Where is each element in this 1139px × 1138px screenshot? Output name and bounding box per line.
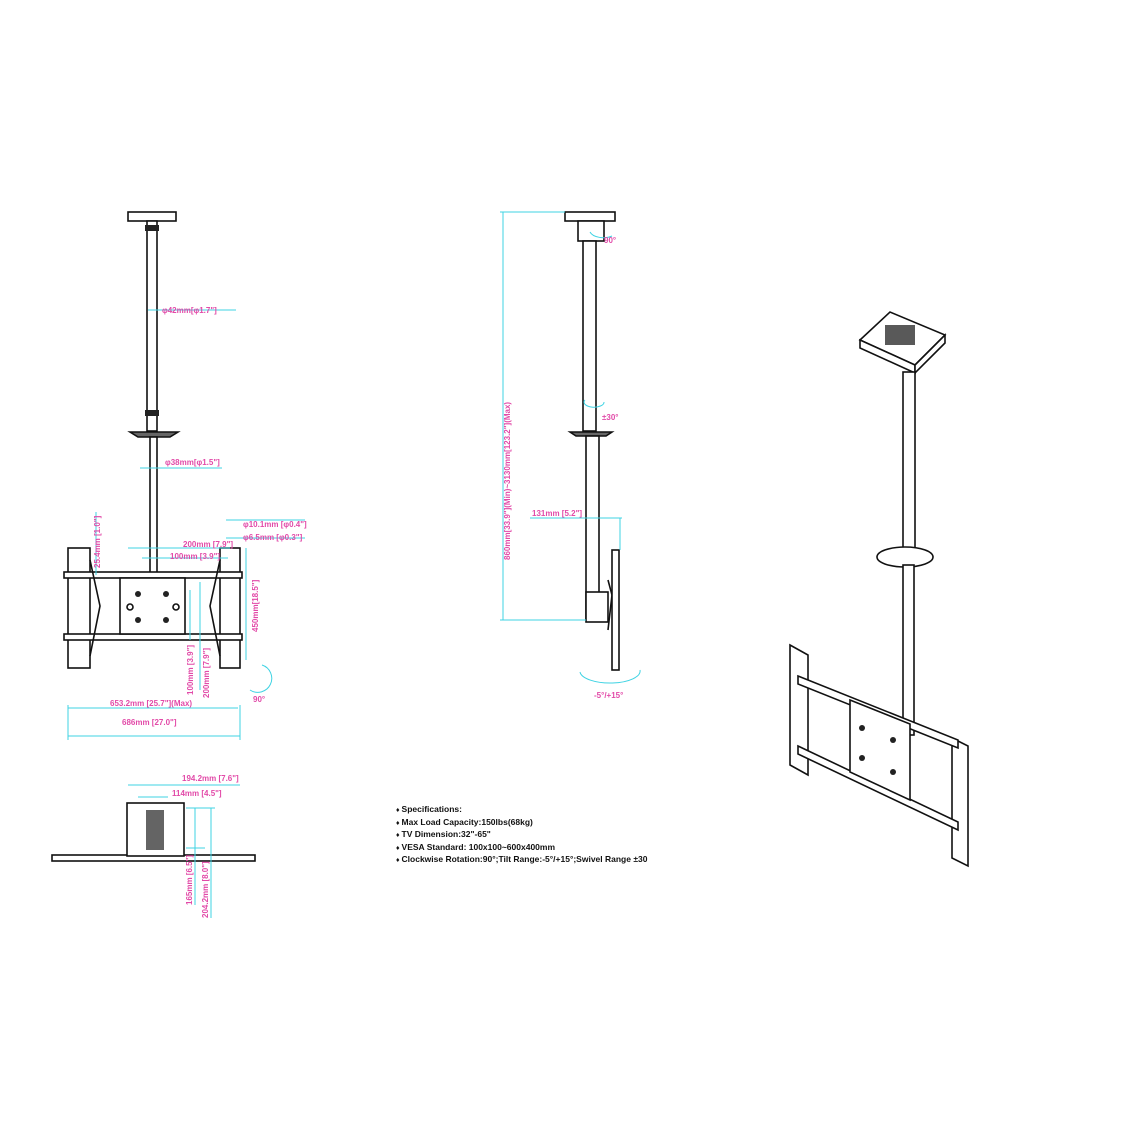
vesa-h-min-label: 100mm [3.9"]	[186, 645, 195, 695]
top-rotation-label: 90°	[604, 236, 616, 245]
front-view: φ42mm[φ1.7"] φ38mm[φ1.5"] 25.4mm [1.0"] …	[63, 211, 307, 740]
vesa-h-max-label: 200mm [7.9"]	[202, 648, 211, 698]
spec-item: TV Dimension:32"-65"	[396, 829, 647, 842]
plate-width-label: 194.2mm [7.6"]	[182, 774, 239, 783]
spec-item: Max Load Capacity:150lbs(68kg)	[396, 817, 647, 830]
offset-label: 25.4mm [1.0"]	[93, 515, 102, 568]
height-range-label: 860mm[33.9"](Min)~3130mm[123.2"](Max)	[503, 402, 512, 560]
spec-item: VESA Standard: 100x100~600x400mm	[396, 842, 647, 855]
spec-title: Specifications:	[396, 804, 647, 817]
hole-large-label: φ10.1mm [φ0.4"]	[243, 520, 307, 529]
hole-small-label: φ6.5mm [φ0.3"]	[243, 533, 303, 542]
hole-spacing-label: 114mm [4.5"]	[172, 789, 222, 798]
spec-item: Clockwise Rotation:90°;Tilt Range:-5°/+1…	[396, 854, 648, 867]
pole-lower-dia-label: φ38mm[φ1.5"]	[165, 458, 220, 467]
vesa-w-max-label: 200mm [7.9"]	[183, 540, 233, 549]
specifications-list: Specifications: Max Load Capacity:150lbs…	[396, 804, 648, 867]
height-a-label: 165mm [6.5"]	[185, 855, 194, 905]
width-total-label: 686mm [27.0"]	[122, 718, 177, 727]
swivel-label: ±30°	[602, 413, 619, 422]
perspective-view	[789, 311, 969, 868]
tilt-label: -5°/+15°	[594, 691, 623, 700]
frame-height-label: 450mm[18.5"]	[251, 579, 260, 632]
height-b-label: 204.2mm [8.0"]	[201, 861, 210, 918]
side-view: 860mm[33.9"](Min)~3130mm[123.2"](Max) 90…	[500, 211, 641, 700]
width-inner-label: 653.2mm [25.7"](Max)	[110, 699, 192, 708]
top-view: 194.2mm [7.6"] 114mm [4.5"] 165mm [6.5"]…	[51, 774, 256, 918]
rotation-label: 90°	[253, 695, 265, 704]
vesa-w-min-label: 100mm [3.9"]	[170, 552, 220, 561]
pole-upper-dia-label: φ42mm[φ1.7"]	[162, 306, 217, 315]
depth-label: 131mm [5.2"]	[532, 509, 582, 518]
